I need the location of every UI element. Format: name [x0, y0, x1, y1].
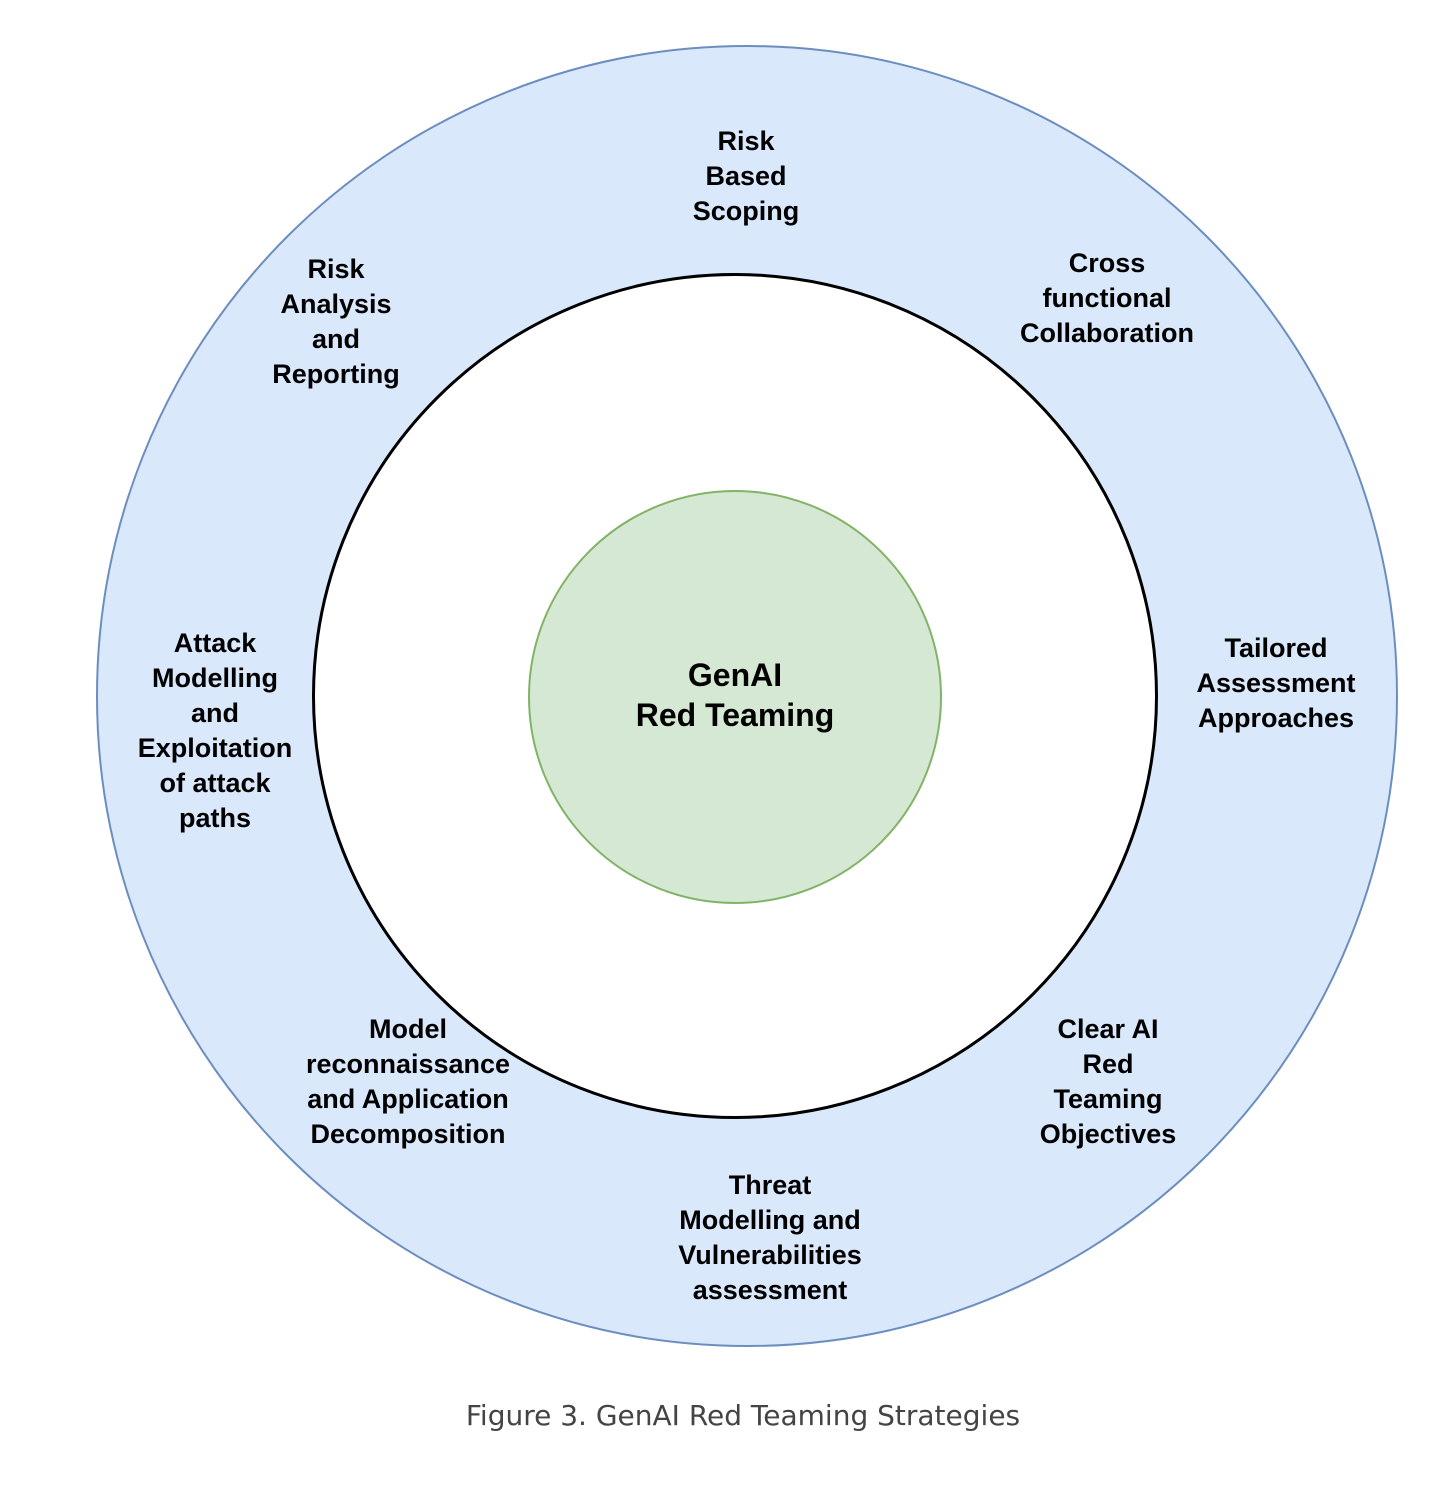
strategy-risk-analysis-reporting: Risk Analysis and Reporting	[272, 254, 400, 389]
strategy-threat-modelling-vulnerabilities-assessment: Threat Modelling and Vulnerabilities ass…	[678, 1170, 862, 1305]
strategy-attack-modelling-exploitation: Attack Modelling and Exploitation of att…	[137, 628, 293, 833]
strategy-model-reconnaissance-application-decomposition: Model reconnaissance and Application Dec…	[305, 1014, 511, 1149]
strategy-tailored-assessment-approaches: Tailored Assessment Approaches	[1196, 633, 1356, 733]
strategy-cross-functional-collaboration: Cross functional Collaboration	[1020, 248, 1194, 348]
center-circle	[528, 490, 942, 904]
strategy-clear-ai-red-teaming-objectives: Clear AI Red Teaming Objectives	[1039, 1014, 1177, 1149]
strategy-risk-based-scoping: Risk Based Scoping	[692, 126, 800, 226]
center-label: GenAI Red Teaming	[635, 657, 835, 733]
figure-caption: Figure 3. GenAI Red Teaming Strategies	[465, 1399, 1021, 1432]
